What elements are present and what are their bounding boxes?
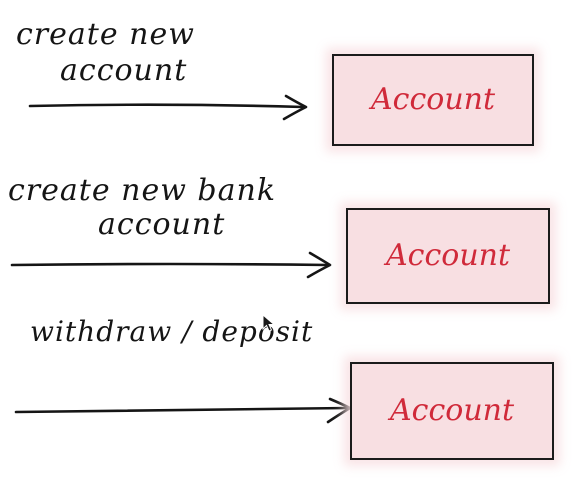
row2-account-text: Account: [385, 238, 511, 273]
row2-arrow: [10, 251, 332, 279]
row2-label-line2: account: [98, 207, 226, 242]
mouse-pointer-icon: [262, 314, 276, 332]
row1-label-line2: account: [60, 53, 188, 88]
row2-label-line1: create new bank: [8, 173, 277, 208]
row1-account-text: Account: [370, 82, 496, 117]
row3-account-text: Account: [389, 393, 515, 428]
row1-arrow: [28, 94, 308, 121]
row1-label-line1: create new: [16, 17, 195, 52]
row3-account-box: Account: [350, 362, 554, 460]
row3-arrow: [14, 397, 352, 424]
row1-account-box: Account: [332, 54, 534, 146]
row2-account-box: Account: [346, 208, 550, 304]
